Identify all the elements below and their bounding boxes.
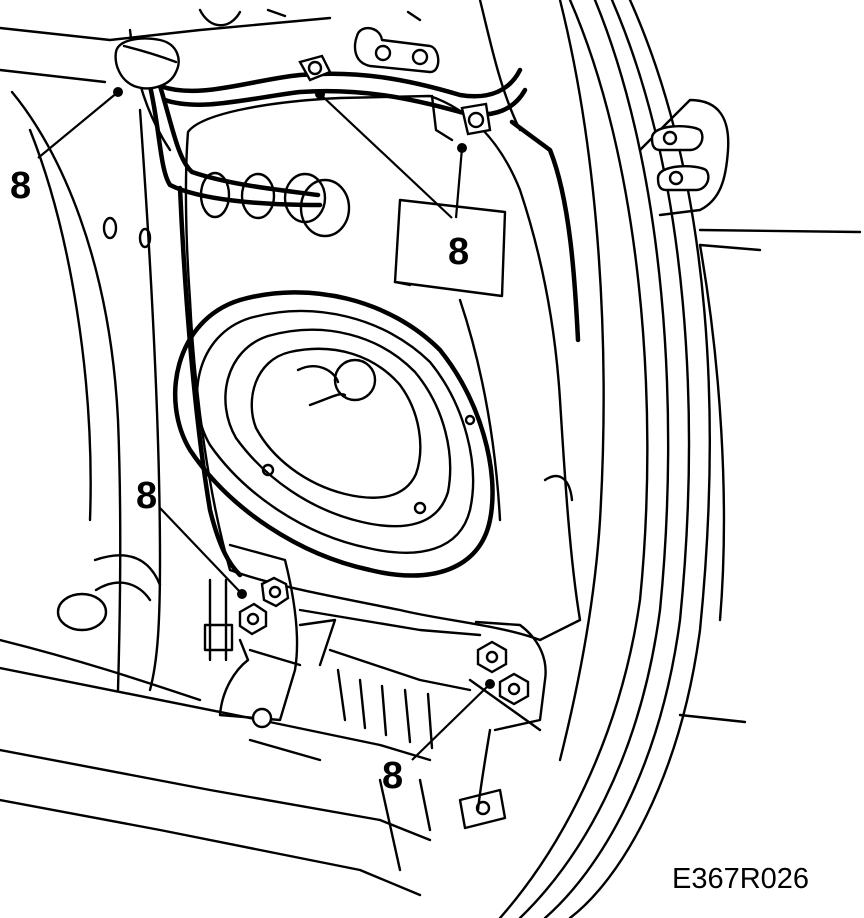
- leader-lines: [37, 87, 495, 761]
- figure-id-label: E367R026: [672, 863, 809, 895]
- callout-label-lower-left: 8: [136, 475, 157, 517]
- wiring-harness: [114, 37, 528, 208]
- connector-bolts: [298, 54, 492, 142]
- callout-label-lower-right: 8: [382, 755, 403, 797]
- callout-label-upper-left: 8: [10, 165, 31, 207]
- speaker-assembly: [172, 290, 495, 578]
- clip-fasteners: [650, 125, 710, 192]
- callout-label-upper-right: 8: [448, 231, 469, 273]
- speaker-mounting-plate: [177, 94, 582, 642]
- body-panel-outlines: [0, 0, 605, 897]
- fastener-nuts: [238, 576, 530, 706]
- cable-holes: [199, 171, 351, 238]
- lower-brackets: [203, 543, 547, 872]
